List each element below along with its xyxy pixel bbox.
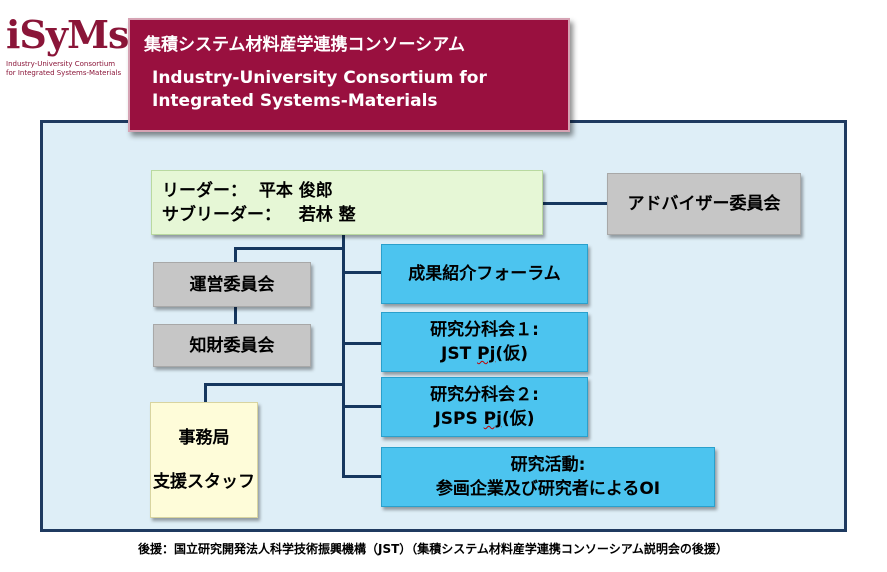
forum-box: 成果紹介フォーラム bbox=[381, 244, 588, 304]
research-activity-box: 研究活動: 参画企業及び研究者によるOI bbox=[381, 447, 715, 507]
connector-office-vertical bbox=[204, 383, 207, 403]
connector-left-branch bbox=[234, 247, 344, 250]
connector-leader-advisory bbox=[543, 202, 607, 205]
working-group-2-box: 研究分科会２: JSPS Pj(仮) bbox=[381, 377, 588, 437]
footnote: 後援：国立研究開発法人科学技術振興機構（JST）（集積システム材料産学連携コンソ… bbox=[138, 542, 728, 556]
office-label: 事務局 bbox=[178, 428, 230, 448]
support-staff-label: 支援スタッフ bbox=[153, 472, 255, 492]
working-group-1-project-suffix: (仮) bbox=[495, 344, 528, 364]
advisory-committee-box: アドバイザー委員会 bbox=[607, 173, 801, 235]
banner-title-jp: 集積システム材料産学連携コンソーシアム bbox=[144, 35, 465, 55]
title-banner: 集積システム材料産学連携コンソーシアム Industry-University … bbox=[128, 18, 570, 132]
connector-trunk-wg1 bbox=[342, 342, 382, 345]
research-activity-title: 研究活動: bbox=[510, 455, 586, 475]
office-box: 事務局 支援スタッフ bbox=[150, 402, 258, 518]
working-group-2-project: JSPS Pj(仮) bbox=[434, 407, 534, 431]
logo-subtitle: Industry-University Consortium for Integ… bbox=[6, 60, 126, 78]
connector-office bbox=[204, 383, 344, 386]
working-group-2-project-suffix: (仮) bbox=[501, 409, 535, 429]
ip-committee-box: 知財委員会 bbox=[153, 324, 311, 367]
connector-trunk-forum bbox=[342, 271, 382, 274]
connector-trunk-wg2 bbox=[342, 405, 382, 408]
advisory-committee-label: アドバイザー委員会 bbox=[627, 194, 781, 214]
leader-name: リーダー： 平本 俊郎 bbox=[162, 180, 333, 201]
steering-committee-box: 運営委員会 bbox=[153, 262, 311, 307]
connector-main-trunk bbox=[342, 235, 345, 477]
banner-title-en: Industry-University Consortium for Integ… bbox=[152, 67, 487, 113]
banner-title-en-line: Industry-University Consortium for bbox=[152, 68, 487, 88]
research-activity-detail: 参画企業及び研究者によるOI bbox=[435, 479, 661, 499]
working-group-2-title: 研究分科会２: bbox=[430, 385, 539, 405]
working-group-1-project-prefix: JST bbox=[441, 344, 478, 364]
connector-trunk-research bbox=[342, 475, 382, 478]
subleader-name: サブリーダー： 若林 整 bbox=[162, 204, 356, 225]
ip-committee-label: 知財委員会 bbox=[189, 335, 275, 356]
steering-committee-label: 運営委員会 bbox=[189, 274, 275, 295]
logo-subtitle-line: Industry-University Consortium bbox=[6, 60, 116, 68]
logo-title: iSyMs bbox=[6, 12, 129, 57]
leader-box: リーダー： 平本 俊郎 サブリーダー： 若林 整 bbox=[151, 170, 543, 235]
working-group-1-title: 研究分科会１: bbox=[430, 320, 539, 340]
banner-title-en-line: Integrated Systems-Materials bbox=[152, 91, 438, 111]
working-group-2-project-mark: Pj bbox=[483, 409, 502, 429]
working-group-1-project: JST Pj(仮) bbox=[441, 342, 528, 366]
forum-label: 成果紹介フォーラム bbox=[408, 264, 561, 284]
working-group-1-box: 研究分科会１: JST Pj(仮) bbox=[381, 312, 588, 372]
working-group-2-project-prefix: JSPS bbox=[434, 409, 484, 429]
logo-subtitle-line: for Integrated Systems-Materials bbox=[6, 69, 122, 77]
working-group-1-project-mark: Pj bbox=[477, 344, 496, 364]
